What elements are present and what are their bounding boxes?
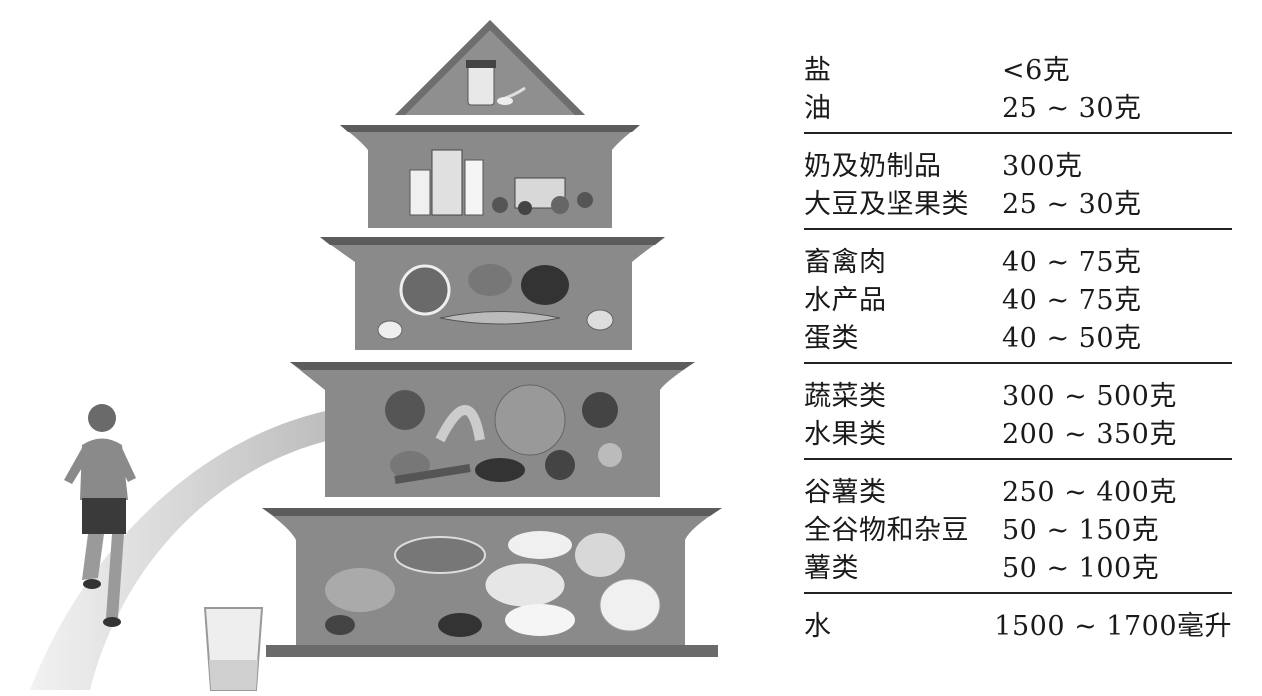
food-name: 谷薯类 (804, 476, 887, 508)
food-name: 大豆及坚果类 (804, 188, 969, 220)
food-name: 薯类 (804, 552, 859, 584)
intake-amount: 50 ~ 150克 (1002, 514, 1160, 546)
intake-amount: 40 ~ 75克 (1002, 246, 1142, 278)
intake-row: 蛋类 40 ~ 50克 (804, 316, 1232, 354)
food-name: 蔬菜类 (804, 380, 887, 412)
intake-amount: 1500 ~ 1700毫升 (994, 610, 1232, 642)
tier-vegetable-fruit (290, 362, 695, 497)
intake-row: 全谷物和杂豆 50 ~ 150克 (804, 508, 1232, 546)
intake-row: 大豆及坚果类 25 ~ 30克 (804, 182, 1232, 220)
intake-group: 谷薯类 250 ~ 400克全谷物和杂豆 50 ~ 150克薯类 50 ~ 100克 (804, 460, 1232, 594)
tier-salt-oil (395, 20, 585, 115)
intake-row: 盐 <6克 (804, 48, 1232, 86)
intake-amount: 40 ~ 50克 (1002, 322, 1142, 354)
intake-row: 水 1500 ~ 1700毫升 (804, 604, 1232, 642)
grain-tuber-icon (325, 531, 661, 637)
intake-group: 盐 <6克油 25 ~ 30克 (804, 38, 1232, 134)
intake-amount: 200 ~ 350克 (1002, 418, 1177, 450)
vegetable-fruit-icon (385, 384, 622, 484)
intake-amount: 25 ~ 30克 (1002, 92, 1142, 124)
dairy-soy-icon (409, 149, 593, 216)
food-pyramid-illustration (30, 20, 722, 691)
tier-grain-tuber (262, 508, 722, 657)
intake-group: 蔬菜类 300 ~ 500克水果类 200 ~ 350克 (804, 364, 1232, 460)
food-name: 油 (804, 92, 832, 124)
food-name: 全谷物和杂豆 (804, 514, 969, 546)
food-name: 水 (804, 610, 832, 642)
intake-amount: 50 ~ 100克 (1002, 552, 1160, 584)
food-name: 水产品 (804, 284, 887, 316)
intake-amount: 25 ~ 30克 (1002, 188, 1142, 220)
intake-row: 水果类 200 ~ 350克 (804, 412, 1232, 450)
meat-fish-egg-icon (377, 264, 614, 340)
runner-figure (64, 404, 136, 627)
tier-meat-fish-egg (320, 237, 665, 350)
intake-group: 奶及奶制品 300克大豆及坚果类 25 ~ 30克 (804, 134, 1232, 230)
intake-row: 谷薯类 250 ~ 400克 (804, 470, 1232, 508)
water-glass-icon (203, 607, 264, 691)
intake-amount: <6克 (1002, 54, 1071, 86)
food-name: 畜禽肉 (804, 246, 887, 278)
food-name: 蛋类 (804, 322, 859, 354)
intake-group: 水 1500 ~ 1700毫升 (804, 594, 1232, 650)
intake-amount: 300 ~ 500克 (1002, 380, 1177, 412)
intake-amount: 40 ~ 75克 (1002, 284, 1142, 316)
intake-row: 油 25 ~ 30克 (804, 86, 1232, 124)
intake-row: 水产品 40 ~ 75克 (804, 278, 1232, 316)
intake-amount: 300克 (1002, 150, 1083, 182)
tier-dairy-soy (340, 125, 640, 228)
intake-row: 奶及奶制品 300克 (804, 144, 1232, 182)
intake-row: 畜禽肉 40 ~ 75克 (804, 240, 1232, 278)
food-name: 盐 (804, 54, 832, 86)
food-name: 奶及奶制品 (804, 150, 942, 182)
intake-row: 薯类 50 ~ 100克 (804, 546, 1232, 584)
intake-amount: 250 ~ 400克 (1002, 476, 1177, 508)
intake-row: 蔬菜类 300 ~ 500克 (804, 374, 1232, 412)
food-name: 水果类 (804, 418, 887, 450)
salt-oil-icon (466, 60, 526, 106)
